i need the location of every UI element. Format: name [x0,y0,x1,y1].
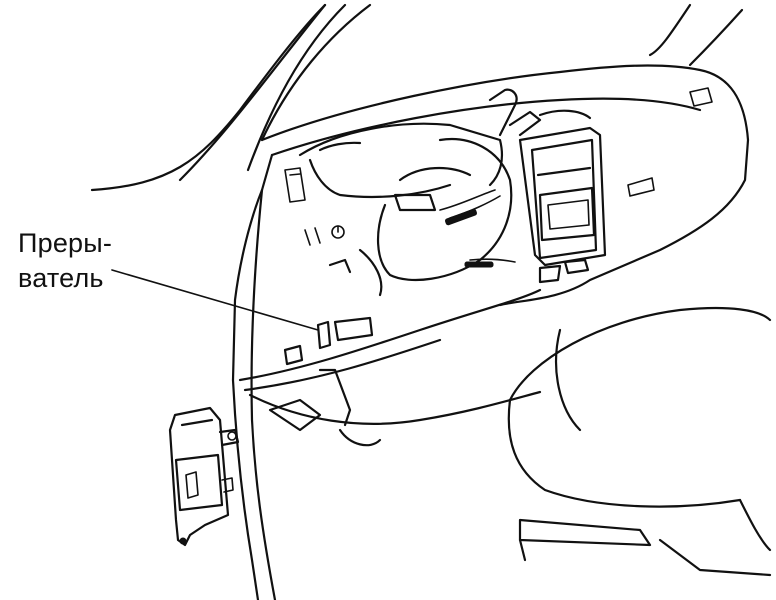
switch-callout-label: Преры- ватель [18,226,112,296]
relay-module [168,406,240,547]
windshield-frame [90,3,744,192]
dashboard-panel [231,64,750,600]
seat [507,306,772,577]
center-console [518,87,713,284]
instrument-cluster [284,88,542,297]
lower-dash [268,316,382,447]
callout-line-1: Преры- [18,228,113,258]
callout-leader [111,269,319,331]
callout-line-2: ватель [18,263,104,293]
